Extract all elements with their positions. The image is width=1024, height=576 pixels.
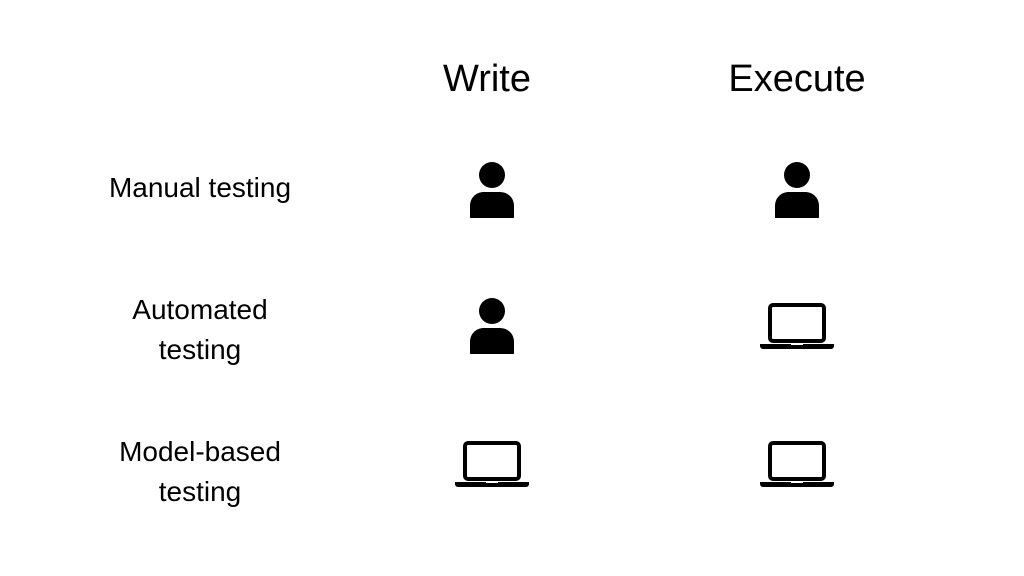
manual-write-person-icon [452, 158, 532, 222]
row-label-line-2: testing [158, 334, 242, 365]
manual-execute-person-icon [757, 158, 837, 222]
row-label-line-1: Automated [132, 294, 268, 325]
row-label-automated-testing: Automated testing [70, 290, 330, 370]
column-header-execute: Execute [728, 58, 866, 100]
automated-write-person-icon [452, 294, 532, 358]
row-label-manual-testing: Manual testing [70, 168, 330, 208]
model-based-execute-laptop-icon [757, 432, 837, 496]
model-based-write-laptop-icon [452, 432, 532, 496]
row-label-model-based-testing: Model-based testing [70, 432, 330, 512]
row-label-text: Manual testing [108, 172, 292, 203]
automated-execute-laptop-icon [757, 294, 837, 358]
column-header-write: Write [443, 58, 531, 100]
row-label-line-1: Model-based [119, 436, 281, 467]
row-label-line-2: testing [158, 476, 242, 507]
